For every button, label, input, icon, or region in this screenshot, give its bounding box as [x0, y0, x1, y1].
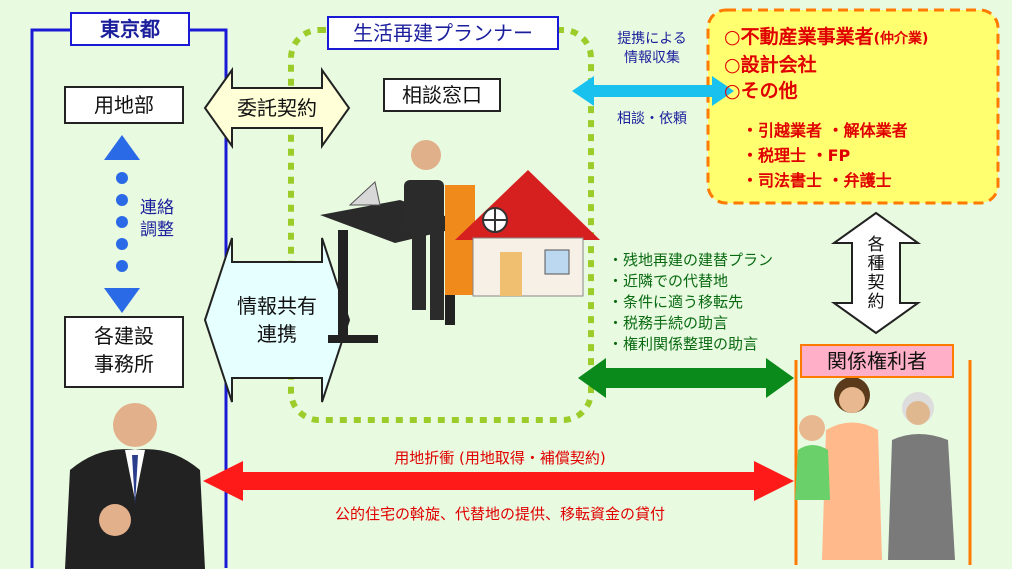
contract-char-4: 約	[867, 292, 885, 312]
contract-char-2: 種	[867, 254, 885, 274]
share-line-1: 情報共有	[237, 294, 317, 318]
advice-item-3: ・条件に適う移転先	[608, 293, 744, 311]
land-dept-box: 用地部	[64, 86, 184, 124]
partner-list: ○不動産業事業者(仲介業) ○設計会社 ○その他	[724, 24, 928, 104]
planner-desk-illustration	[320, 140, 475, 343]
partner-item-realestate-suffix: (仲介業)	[873, 31, 929, 47]
advice-item-5: ・権利関係整理の助言	[608, 335, 759, 353]
share-label: 情報共有 連携	[232, 292, 322, 348]
consign-double-arrow	[203, 66, 351, 150]
official-illustration	[65, 403, 205, 569]
planner-title: 生活再建プランナー	[353, 21, 533, 45]
tokyo-title-box: 東京都	[70, 12, 190, 46]
share-double-arrow	[203, 237, 351, 403]
advice-list: ・残地再建の建替プラン ・近隣での代替地 ・条件に適う移転先 ・税務手続の助言 …	[608, 250, 773, 355]
planner-dotted-frame	[288, 27, 594, 423]
negotiation-double-arrow	[203, 461, 794, 501]
collect-line-1: 提携による	[617, 31, 687, 47]
support-label: 公的住宅の斡旋、代替地の提供、移転資金の貸付	[334, 505, 665, 523]
partner-item-realestate: ○不動産業事業者(仲介業)	[724, 26, 929, 48]
contact-line-1: 連絡	[140, 198, 174, 218]
contract-double-arrow	[830, 211, 922, 335]
contract-label: 各 種 契 約	[866, 236, 886, 312]
office-line-2: 事務所	[94, 352, 154, 376]
contract-char-3: 契	[867, 273, 885, 293]
collect-label: 提携による 情報収集	[600, 30, 704, 68]
collect-double-arrow	[572, 76, 734, 106]
land-dept-label: 用地部	[94, 93, 154, 117]
tokyo-title: 東京都	[100, 17, 160, 41]
partner-sub-item-2: ・税理士 ・FP	[742, 146, 851, 165]
partner-sub-item-3: ・司法書士 ・弁護士	[742, 171, 892, 190]
consult-desk-box: 相談窓口	[383, 78, 501, 112]
advice-item-1: ・残地再建の建替プラン	[608, 251, 774, 269]
tokyo-frame	[30, 28, 228, 568]
consult-desk-label: 相談窓口	[402, 83, 482, 107]
share-line-2: 連携	[257, 322, 297, 346]
partner-item-other: ○その他	[724, 80, 798, 102]
collect-line-2: 情報収集	[624, 50, 680, 66]
advice-item-4: ・税務手続の助言	[608, 314, 729, 332]
partner-box	[706, 8, 1000, 205]
family-illustration	[795, 377, 955, 560]
negotiation-label: 用地折衝 (用地取得・補償契約)	[394, 449, 606, 467]
consign-label: 委託契約	[237, 96, 317, 120]
contact-label: 連絡 調整	[140, 197, 174, 241]
construction-office-box: 各建設 事務所	[64, 316, 184, 388]
advice-item-2: ・近隣での代替地	[608, 272, 729, 290]
contact-line-2: 調整	[140, 220, 174, 240]
consult-label: 相談・依頼	[617, 111, 687, 127]
advice-double-arrow	[578, 358, 794, 398]
partner-sub-list: ・引越業者 ・解体業者 ・税理士 ・FP ・司法書士 ・弁護士	[742, 118, 908, 193]
office-line-1: 各建設	[94, 324, 154, 348]
planner-title-box: 生活再建プランナー	[327, 16, 559, 50]
rights-title-box: 関係権利者	[800, 344, 954, 378]
house-illustration	[455, 170, 600, 297]
rights-frame	[794, 360, 972, 565]
rights-title: 関係権利者	[827, 349, 927, 373]
contract-char-1: 各	[867, 235, 885, 255]
partner-item-design: ○設計会社	[724, 54, 817, 76]
partner-sub-item-1: ・引越業者 ・解体業者	[742, 121, 908, 140]
contact-double-arrow	[104, 135, 140, 313]
